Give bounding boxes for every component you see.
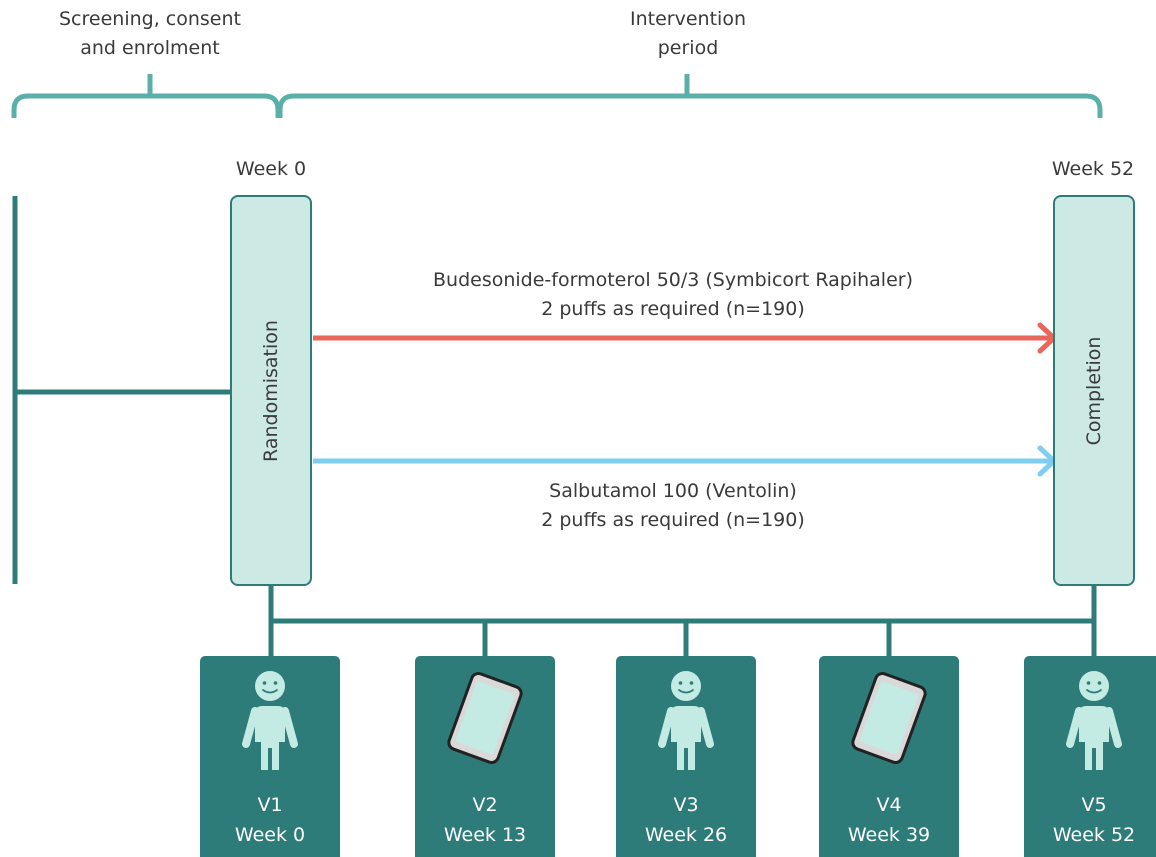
tablet-icon bbox=[447, 671, 523, 765]
tablet-icon bbox=[851, 671, 927, 765]
visit-id: V1 bbox=[257, 794, 283, 816]
visit-card-v3: V3 Week 26 bbox=[616, 656, 756, 857]
visit-id: V4 bbox=[876, 794, 902, 816]
visit-week: Week 39 bbox=[847, 824, 931, 846]
person-icon bbox=[658, 671, 714, 770]
screening-bracket bbox=[11, 93, 281, 118]
person-icon bbox=[242, 671, 298, 770]
visit-id: V5 bbox=[1081, 794, 1107, 816]
randomisation-label: Randomisation bbox=[260, 319, 282, 462]
completion-label: Completion bbox=[1083, 336, 1105, 445]
visit-id: V3 bbox=[673, 794, 699, 816]
screening-phase-label: Screening, consent and enrolment bbox=[59, 8, 241, 59]
visit-week: Week 26 bbox=[644, 824, 728, 846]
intervention-bracket bbox=[277, 93, 1103, 118]
visit-card-v2: V2 Week 13 bbox=[415, 656, 555, 857]
person-icon bbox=[1066, 671, 1122, 770]
arm-budesonide-label: Budesonide-formoterol 50/3 (Symbicort Ra… bbox=[433, 269, 913, 320]
visit-week: Week 52 bbox=[1052, 824, 1136, 846]
week-0-label: Week 0 bbox=[235, 158, 307, 180]
visit-week: Week 0 bbox=[234, 824, 306, 846]
visit-id: V2 bbox=[472, 794, 498, 816]
visit-card-v1: V1 Week 0 bbox=[200, 656, 340, 857]
visit-card-v4: V4 Week 39 bbox=[819, 656, 959, 857]
randomisation-box: Randomisation bbox=[230, 195, 312, 586]
visit-card-v5: V5 Week 52 bbox=[1024, 656, 1156, 857]
arm-salbutamol-label: Salbutamol 100 (Ventolin) 2 puffs as req… bbox=[541, 480, 805, 531]
visit-week: Week 13 bbox=[443, 824, 527, 846]
completion-box: Completion bbox=[1053, 195, 1135, 586]
week-52-label: Week 52 bbox=[1051, 158, 1135, 180]
intervention-phase-label: Intervention period bbox=[630, 8, 746, 59]
